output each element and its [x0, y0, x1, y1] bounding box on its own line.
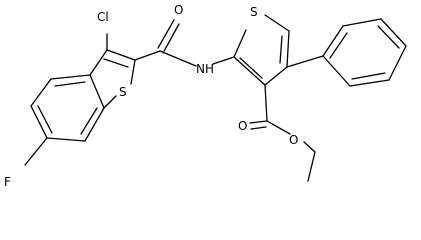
phenyl-bonds — [286, 18, 407, 87]
molecule-canvas: Cl S F O NH S O O — [4, 3, 407, 189]
atom-label-o-amide: O — [174, 3, 183, 17]
atom-label-cl: Cl — [97, 10, 109, 24]
atom-label-nh: NH — [196, 62, 214, 76]
atom-label-f: F — [4, 175, 11, 189]
atom-label-s-thiophene: S — [250, 5, 258, 19]
atom-label-o-ester: O — [289, 133, 298, 147]
thiophene-bonds — [233, 14, 290, 86]
amide-bonds — [157, 19, 235, 67]
atom-label-s-benzothiophene: S — [119, 85, 127, 99]
ester-bonds — [249, 84, 316, 182]
benzothiophene-bonds — [24, 33, 161, 166]
structure-diagram: Cl S F O NH S O O — [4, 3, 407, 189]
atom-label-o-carbonyl: O — [238, 119, 247, 133]
